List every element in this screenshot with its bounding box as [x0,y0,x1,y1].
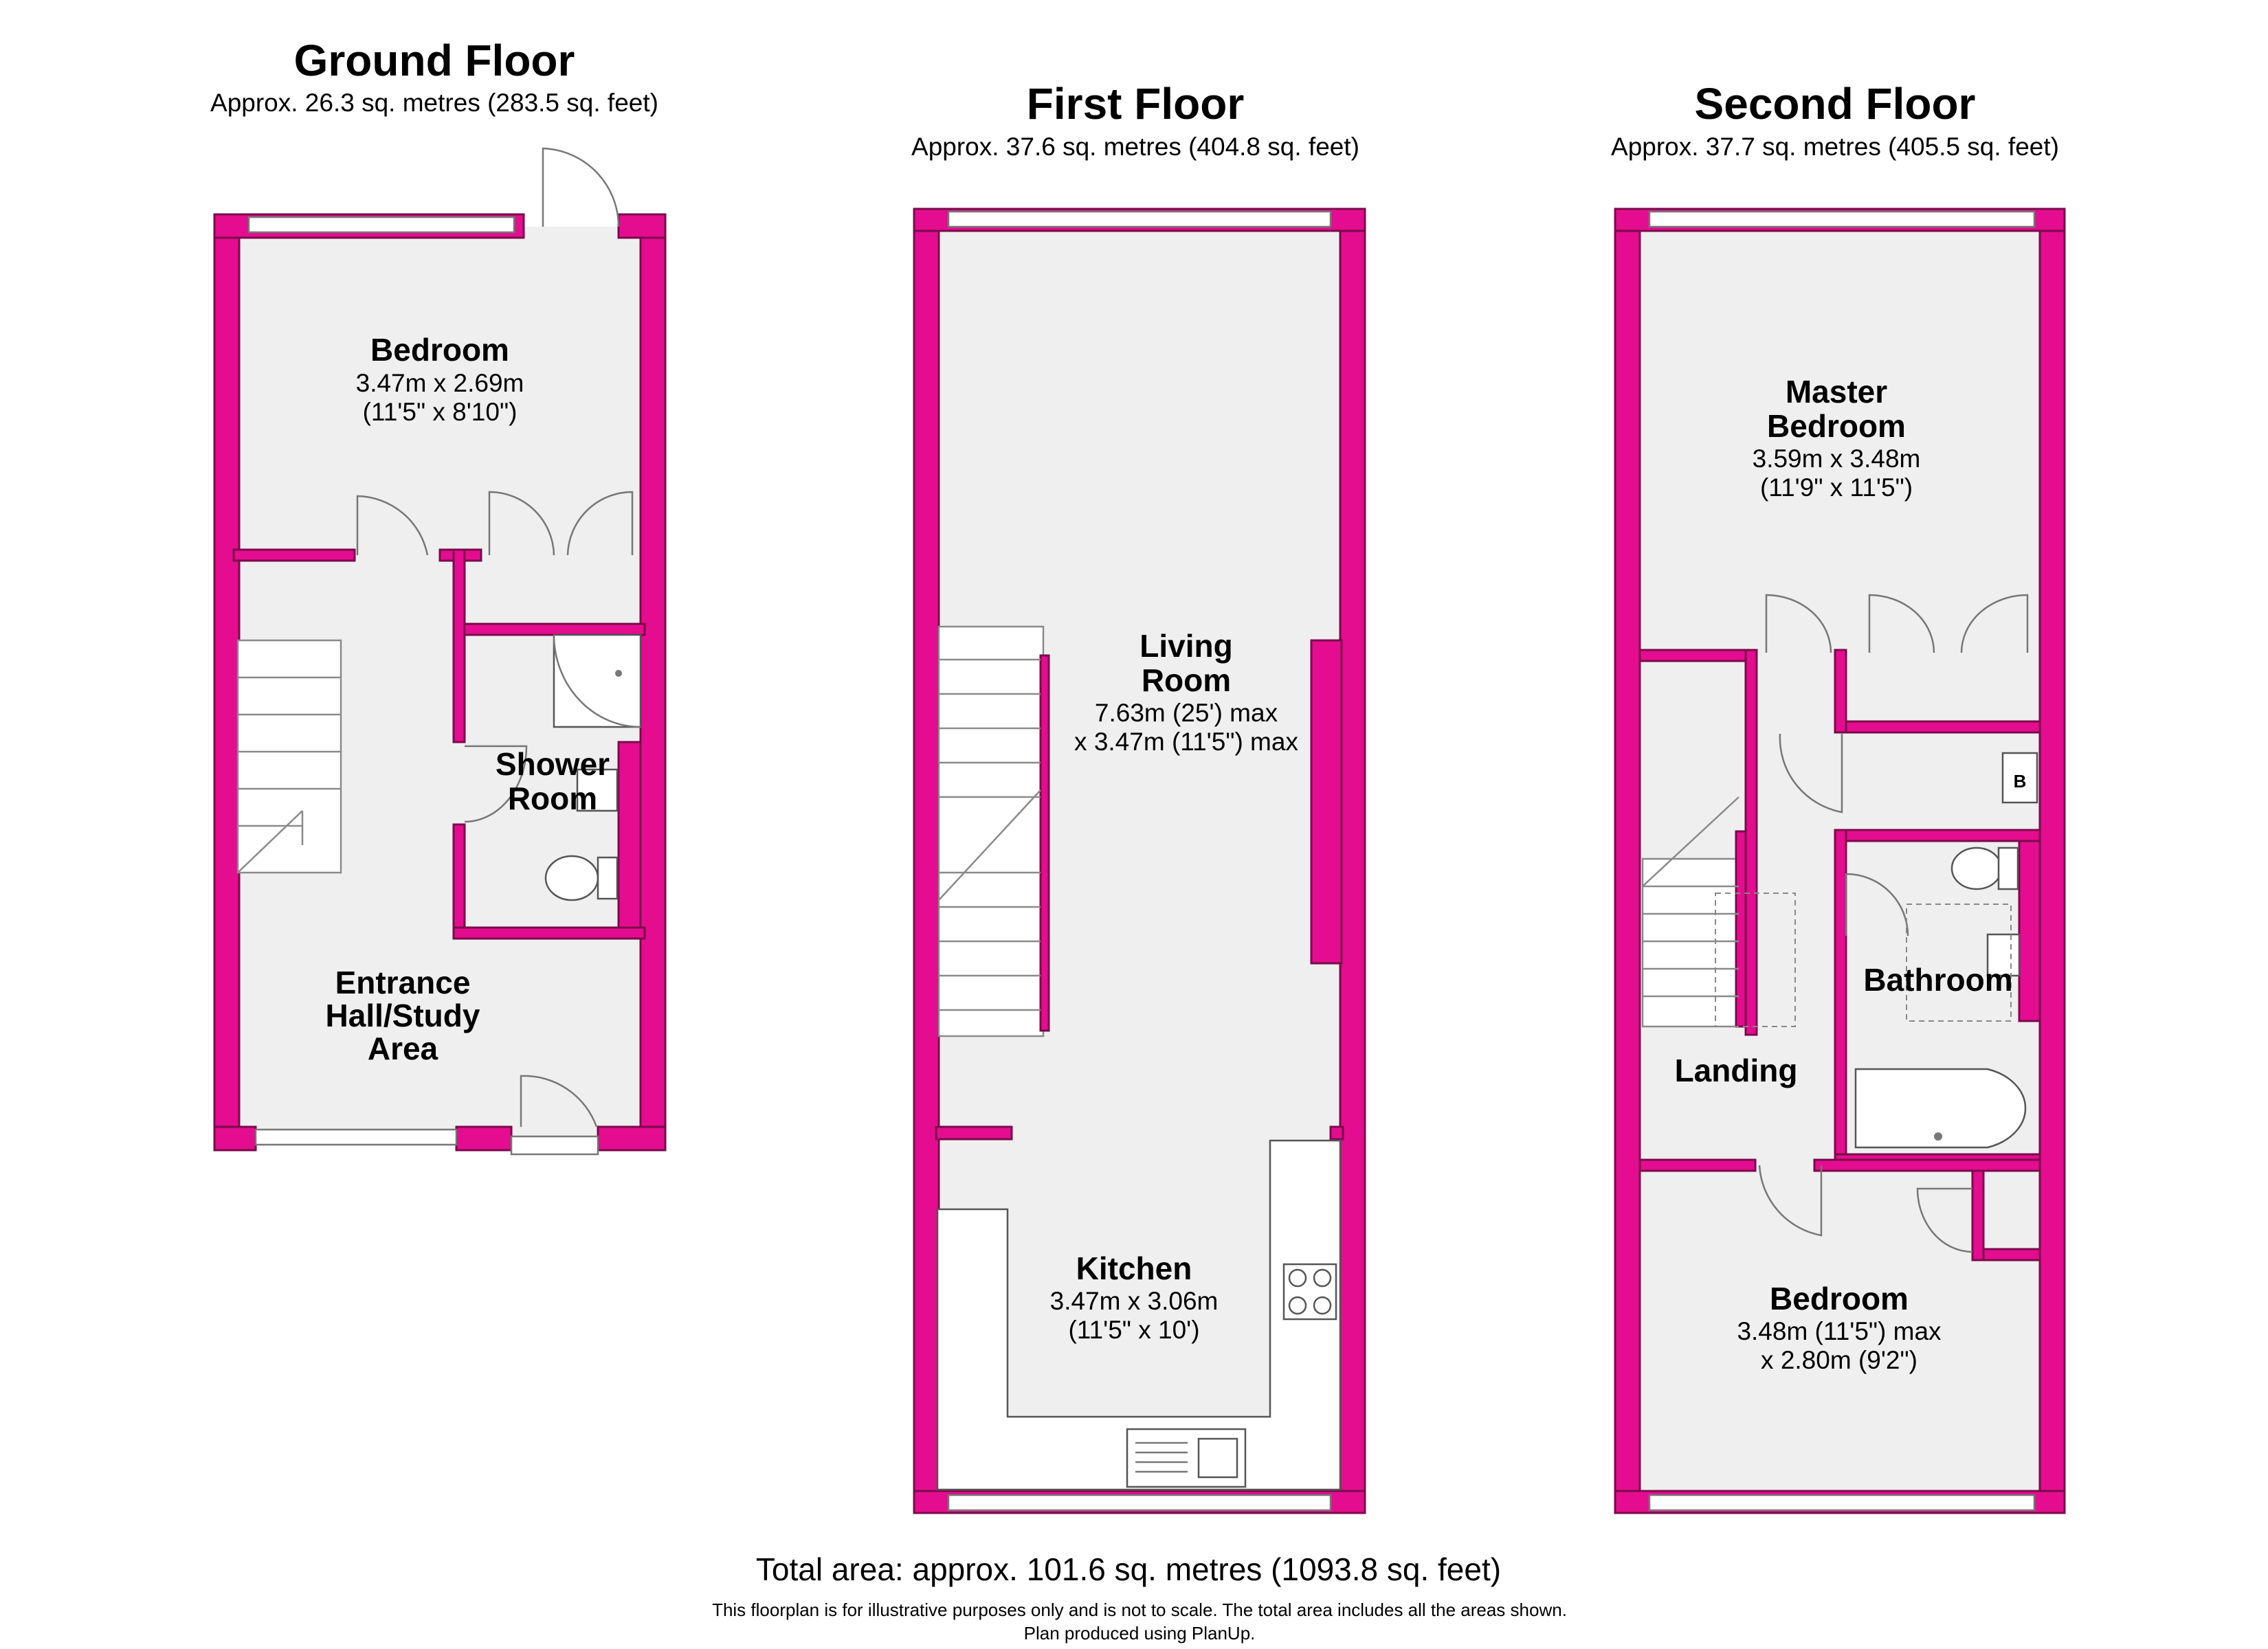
living-room-name-line1: Living [1139,628,1232,664]
master-bedroom-dim-metric: 3.59m x 3.48m [1753,445,1921,473]
disclaimer: This floorplan is for illustrative purpo… [712,1600,1567,1620]
total-area: Total area: approx. 101.6 sq. metres (10… [756,1551,1501,1587]
second-bedroom-name: Bedroom [1770,1281,1909,1316]
master-bedroom-name-line2: Bedroom [1767,408,1906,444]
ground-bedroom-dim-metric: 3.47m x 2.69m [356,369,524,397]
entrance-name-line1: Entrance [335,965,471,1000]
boiler-label: B [2014,771,2027,792]
first-floor-area: Approx. 37.6 sq. metres (404.8 sq. feet) [911,133,1359,161]
bathroom-name: Bathroom [1863,962,2012,998]
first-floor-plan [913,207,1366,1514]
kitchen-name: Kitchen [1076,1250,1192,1286]
shower-room-name-line1: Shower [496,746,610,782]
entrance-name-line3: Area [368,1031,438,1066]
ground-floor-area: Approx. 26.3 sq. metres (283.5 sq. feet) [210,89,658,117]
ground-floor-title: Ground Floor [294,36,575,85]
kitchen-dim-metric: 3.47m x 3.06m [1050,1287,1219,1315]
first-floor-title: First Floor [1027,79,1244,128]
living-room-dim-width: x 3.47m (11'5") max [1074,728,1298,756]
master-bedroom-name-line1: Master [1786,374,1887,410]
credit: Plan produced using PlanUp. [1024,1623,1256,1644]
landing-name: Landing [1675,1053,1798,1088]
second-floor-title: Second Floor [1695,79,1976,128]
living-room-dim-length: 7.63m (25') max [1095,699,1278,727]
ground-floor-plan [213,147,667,1156]
second-bedroom-dim-width: x 2.80m (9'2") [1761,1346,1917,1374]
shower-room-name-line2: Room [508,781,597,816]
master-bedroom-dim-imperial: (11'9" x 11'5") [1760,473,1913,502]
ground-bedroom-dim-imperial: (11'5" x 8'10") [363,398,518,426]
second-floor-area: Approx. 37.7 sq. metres (405.5 sq. feet) [1611,133,2059,161]
second-floor-plan [1614,207,2066,1514]
kitchen-dim-imperial: (11'5" x 10') [1068,1316,1199,1344]
living-room-name-line2: Room [1142,662,1231,698]
second-bedroom-dim-length: 3.48m (11'5") max [1737,1317,1942,1345]
ground-bedroom-name: Bedroom [370,332,509,368]
entrance-name-line2: Hall/Study [326,998,480,1033]
